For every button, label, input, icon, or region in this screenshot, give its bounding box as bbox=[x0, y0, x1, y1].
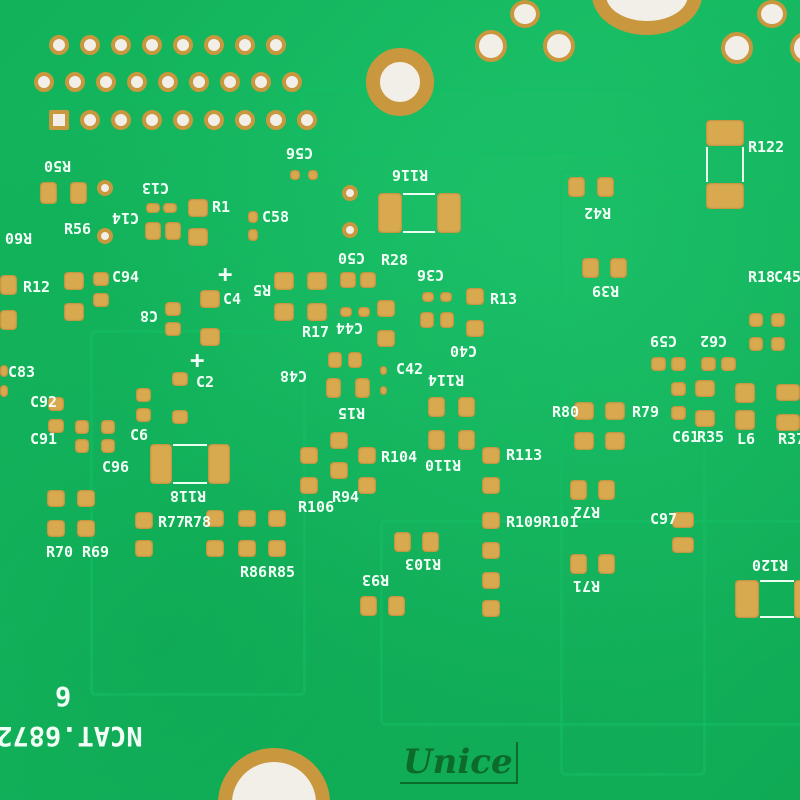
label-r80: R80 bbox=[552, 403, 580, 421]
label-c58: C58 bbox=[262, 208, 290, 226]
label-c91: C91 bbox=[30, 430, 58, 448]
label-r70: R70 bbox=[46, 543, 74, 561]
label-c56: C56 bbox=[286, 144, 314, 162]
label-r69: R69 bbox=[82, 543, 110, 561]
mounting-hole bbox=[218, 748, 330, 800]
copper-trace bbox=[90, 330, 306, 696]
label-r109r101: R109R101 bbox=[506, 513, 579, 531]
label-c45: C45 bbox=[774, 268, 800, 286]
label-r86: R86 bbox=[240, 563, 268, 581]
label-r71: R71 bbox=[573, 577, 601, 595]
label-l6: L6 bbox=[737, 430, 756, 448]
through-hole bbox=[543, 30, 575, 62]
mounting-hole bbox=[592, 0, 702, 35]
via bbox=[97, 180, 113, 196]
label-r113: R113 bbox=[506, 446, 543, 464]
label-c83: C83 bbox=[8, 363, 36, 381]
label-r12: R12 bbox=[23, 278, 51, 296]
label-r50: R50 bbox=[44, 157, 72, 175]
copper-trace bbox=[560, 170, 706, 776]
manufacturer-logo: Unice bbox=[400, 742, 518, 784]
label-c59: C59 bbox=[650, 332, 678, 350]
label-r5: R5 bbox=[253, 281, 272, 299]
r116-outline bbox=[403, 193, 435, 233]
label-r17: R17 bbox=[302, 323, 330, 341]
via bbox=[342, 222, 358, 238]
label-r120: R120 bbox=[752, 556, 789, 574]
r122-outline bbox=[706, 147, 744, 182]
r120-outline bbox=[760, 580, 794, 618]
label-c44: C44 bbox=[336, 319, 364, 337]
board-part-number: NCAT.68725 bbox=[0, 720, 143, 751]
label-c61: C61 bbox=[672, 428, 700, 446]
label-r60: R60 bbox=[5, 229, 33, 247]
label-c50: C50 bbox=[338, 249, 366, 267]
label-r72: R72 bbox=[573, 503, 601, 521]
label-r94: R94 bbox=[332, 488, 360, 506]
label-r42: R42 bbox=[584, 204, 612, 222]
via bbox=[97, 228, 113, 244]
label-r18: R18 bbox=[748, 268, 776, 286]
through-hole bbox=[510, 0, 540, 28]
label-c14: C14 bbox=[112, 209, 140, 227]
label-r106: R106 bbox=[298, 498, 335, 516]
label-c97: C97 bbox=[650, 510, 678, 528]
label-r118: R118 bbox=[170, 487, 207, 505]
label-c40: C40 bbox=[450, 342, 478, 360]
polarity-plus-c2: + bbox=[190, 346, 205, 374]
through-hole bbox=[475, 30, 507, 62]
label-r103: R103 bbox=[405, 555, 442, 573]
label-r104: R104 bbox=[381, 448, 418, 466]
r118-outline bbox=[173, 444, 207, 484]
label-c13: C13 bbox=[142, 179, 170, 197]
label-c42: C42 bbox=[396, 360, 424, 378]
label-c92: C92 bbox=[30, 393, 58, 411]
label-r93: R93 bbox=[362, 571, 390, 589]
copper-trace bbox=[300, 88, 636, 154]
label-r35: R35 bbox=[697, 428, 725, 446]
label-r15: R15 bbox=[338, 404, 366, 422]
label-r122: R122 bbox=[748, 138, 785, 156]
label-c6: C6 bbox=[130, 426, 149, 444]
label-c94: C94 bbox=[112, 268, 140, 286]
label-c62: C62 bbox=[700, 332, 728, 350]
label-c4: C4 bbox=[223, 290, 242, 308]
label-c36: C36 bbox=[417, 266, 445, 284]
via bbox=[342, 185, 358, 201]
label-r78: R78 bbox=[184, 513, 212, 531]
label-r1: R1 bbox=[212, 198, 231, 216]
through-hole bbox=[790, 32, 800, 64]
label-r85: R85 bbox=[268, 563, 296, 581]
label-r56: R56 bbox=[64, 220, 92, 238]
label-r37: R37 bbox=[778, 430, 800, 448]
mounting-hole bbox=[366, 48, 434, 116]
label-r77: R77 bbox=[158, 513, 186, 531]
label-r116: R116 bbox=[392, 166, 429, 184]
label-r28: R28 bbox=[381, 251, 409, 269]
label-r110: R110 bbox=[425, 456, 462, 474]
board-revision: 6 bbox=[55, 680, 72, 711]
label-r79: R79 bbox=[632, 403, 660, 421]
through-hole bbox=[757, 0, 787, 28]
label-r114: R114 bbox=[428, 371, 465, 389]
polarity-plus-c4: + bbox=[218, 260, 233, 288]
copper-trace bbox=[380, 520, 800, 726]
label-c2: C2 bbox=[196, 373, 215, 391]
label-c48: C48 bbox=[280, 367, 308, 385]
label-r13: R13 bbox=[490, 290, 518, 308]
label-c8: C8 bbox=[140, 307, 159, 325]
label-c96: C96 bbox=[102, 458, 130, 476]
through-hole bbox=[721, 32, 753, 64]
label-r39: R39 bbox=[592, 282, 620, 300]
